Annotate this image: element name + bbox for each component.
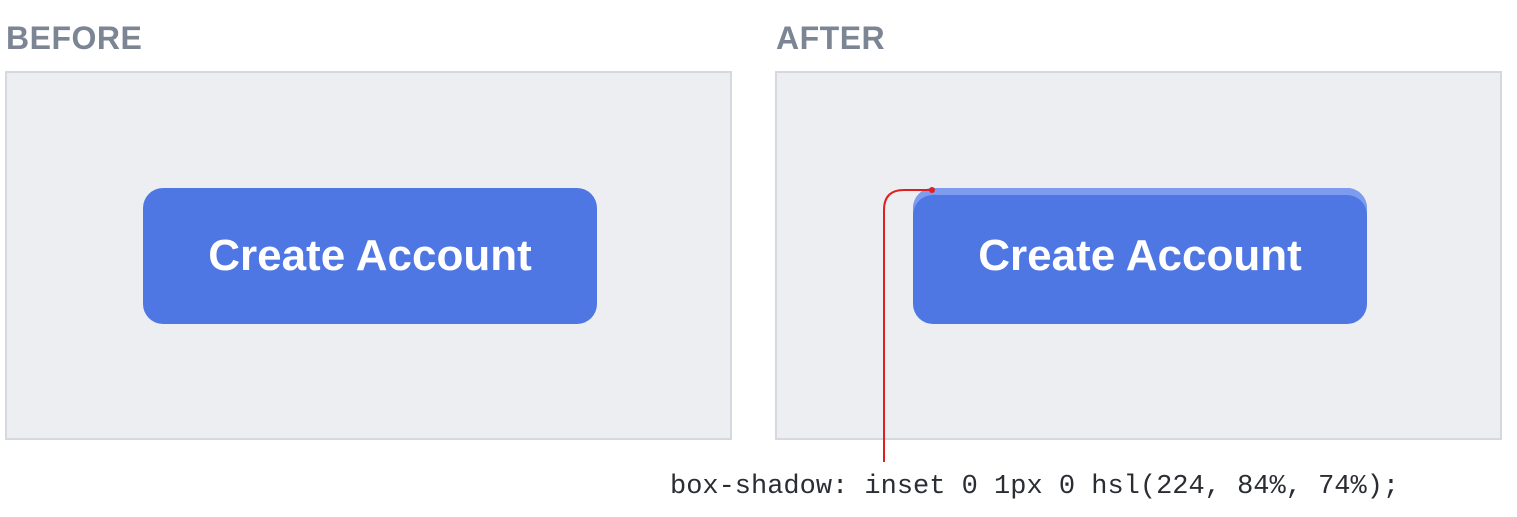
box-shadow-code-caption: box-shadow: inset 0 1px 0 hsl(224, 84%, … (670, 472, 1400, 502)
after-section-label: AFTER (776, 20, 886, 56)
before-panel: Create Account (5, 71, 732, 440)
create-account-button-before[interactable]: Create Account (143, 188, 597, 324)
before-section-label: BEFORE (6, 20, 143, 56)
after-panel: Create Account (775, 71, 1502, 440)
create-account-button-after[interactable]: Create Account (913, 188, 1367, 324)
